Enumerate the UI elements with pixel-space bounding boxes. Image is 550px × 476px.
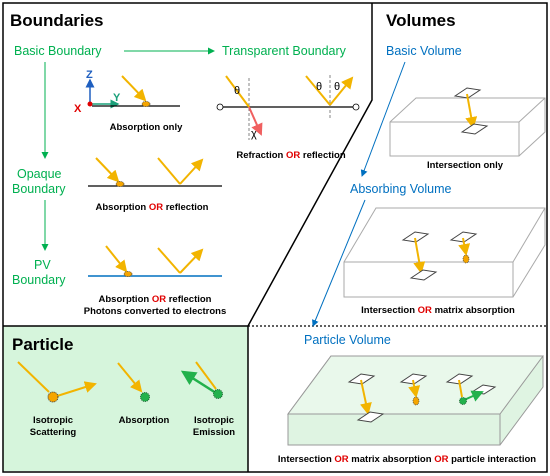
basic-volume-box <box>389 97 546 157</box>
absorption-point-basic <box>141 101 151 107</box>
absorbing-volume-exit-face <box>409 269 438 281</box>
particle-volume-exit-face <box>356 411 385 423</box>
particle-panel-bg <box>3 326 248 471</box>
emission-out-ray <box>180 370 217 395</box>
transparent-boundary-label: Transparent Boundary <box>222 44 347 58</box>
particle-volume-caption: Intersection OR matrix absorption OR par… <box>278 454 536 465</box>
arrow-basic-to-absorbing <box>360 61 406 177</box>
pv-boundary-label-2: Boundary <box>12 273 66 287</box>
opaque-boundary-label-1: Opaque <box>17 167 62 181</box>
absorption-point-pv <box>123 271 133 277</box>
scatter-particle <box>47 391 59 403</box>
intersection-only-label: Intersection only <box>427 160 504 171</box>
absorption-incident-ray <box>117 362 143 393</box>
pv-incident-ray <box>105 245 128 273</box>
theta-incident: θ <box>316 81 322 93</box>
transparent-endpoint-left <box>216 103 224 111</box>
refraction-incident-ray <box>225 75 250 108</box>
particle-volume-ray-1 <box>360 379 372 415</box>
absorption-particle <box>140 392 150 402</box>
isotropic-emission-label-1: Isotropic <box>194 415 234 426</box>
absorbing-volume-ray <box>413 237 426 274</box>
emission-particle <box>213 389 223 399</box>
particle-title: Particle <box>12 335 73 354</box>
opaque-reflect-in <box>157 157 181 185</box>
pv-label-1: Absorption OR reflection <box>99 294 212 305</box>
basic-volume-label: Basic Volume <box>386 44 462 58</box>
absorption-point-opaque <box>115 181 125 187</box>
particle-volume-entry-face-1 <box>347 373 376 385</box>
particle-volume-absorption-point <box>412 396 420 406</box>
absorbing-volume-ray-2 <box>458 237 471 256</box>
axis-y-label: Y <box>113 92 121 104</box>
emission-incident-ray <box>195 361 217 390</box>
pv-boundary-label-1: PV <box>34 258 51 272</box>
basic-volume-exit-face <box>460 123 489 135</box>
refraction-transmitted-ray <box>248 106 263 136</box>
isotropic-scattering-label-1: Isotropic <box>33 415 73 426</box>
absorbing-volume-caption: Intersection OR matrix absorption <box>361 305 515 316</box>
axis-z-label: Z <box>86 69 93 81</box>
chi-refraction: χ <box>251 128 257 140</box>
scatter-incident-ray <box>17 361 50 393</box>
pv-reflect-out <box>179 248 204 274</box>
reflection-incident-ray <box>305 75 331 106</box>
transparent-endpoint-right <box>352 103 360 111</box>
pv-reflect-in <box>157 247 181 274</box>
basic-boundary-label: Basic Boundary <box>14 44 102 58</box>
particle-volume-ray-2 <box>408 379 421 398</box>
opaque-reflect-out <box>179 158 204 185</box>
basic-incident-ray <box>121 75 147 102</box>
isotropic-scattering-label-2: Scattering <box>30 427 77 438</box>
basic-volume-entry-face <box>453 87 482 99</box>
axis-x-label: X <box>74 103 82 115</box>
arrow-absorbing-to-particle <box>312 199 366 327</box>
refraction-or-reflection-label: Refraction OR reflection <box>236 150 345 161</box>
opaque-label: Absorption OR reflection <box>96 202 209 213</box>
axis-origin <box>87 101 93 107</box>
pv-label-2: Photons converted to electrons <box>84 306 227 317</box>
isotropic-emission-label-2: Emission <box>193 427 235 438</box>
volumes-title: Volumes <box>386 11 456 30</box>
absorption-label: Absorption <box>119 415 170 426</box>
particle-volume-entry-face-3 <box>445 373 474 385</box>
absorbing-volume-entry-face-2 <box>449 231 478 243</box>
theta-refraction: θ <box>234 85 240 97</box>
particle-volume-emission-ray <box>463 390 484 402</box>
matrix-absorption-point <box>462 254 470 264</box>
particle-volume-label: Particle Volume <box>304 333 391 347</box>
absorbing-volume-label: Absorbing Volume <box>350 182 452 196</box>
opaque-boundary-label-2: Boundary <box>12 182 66 196</box>
particle-volume-particle <box>459 397 467 405</box>
reflection-reflected-ray <box>329 76 354 106</box>
theta-reflected: θ <box>334 81 340 93</box>
basic-volume-ray <box>465 93 478 129</box>
absorbing-volume-entry-face <box>401 231 430 243</box>
boundaries-title: Boundaries <box>10 11 104 30</box>
opaque-incident-ray <box>95 157 120 183</box>
absorption-only-label: Absorption only <box>110 122 184 133</box>
particle-volume-entry-face-2 <box>399 373 428 385</box>
scatter-out-ray <box>53 381 97 398</box>
particle-volume-ray-3 <box>458 379 463 398</box>
absorbing-volume-box <box>343 207 546 298</box>
